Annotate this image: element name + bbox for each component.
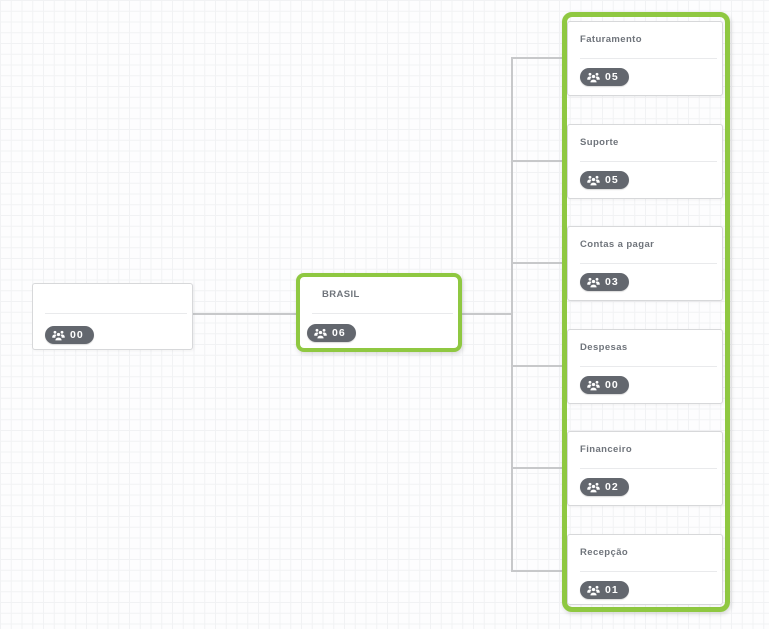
node-divider — [580, 263, 717, 264]
node-label: Contas a pagar — [580, 239, 655, 250]
users-group-icon — [587, 175, 600, 185]
node-label: Despesas — [580, 342, 628, 353]
node-divider — [580, 366, 717, 367]
children-group-highlight[interactable]: Faturamento 05 Suporte — [562, 12, 730, 612]
member-count-badge: 05 — [580, 68, 629, 86]
org-node-financeiro[interactable]: Financeiro 02 — [567, 431, 723, 506]
node-label: BRASIL — [322, 289, 360, 300]
member-count-badge: 00 — [45, 326, 94, 344]
connector-parent-to-trunk — [462, 313, 513, 315]
member-count: 06 — [332, 327, 346, 339]
member-count-badge: 00 — [580, 376, 629, 394]
member-count: 03 — [605, 276, 619, 288]
member-count: 00 — [605, 379, 619, 391]
member-count: 01 — [605, 584, 619, 596]
member-count: 05 — [605, 71, 619, 83]
member-count: 00 — [70, 329, 84, 341]
connector-stub-contas-a-pagar — [511, 262, 562, 264]
users-group-icon — [587, 72, 600, 82]
connector-stub-despesas — [511, 365, 562, 367]
node-divider — [580, 468, 717, 469]
member-count-badge: 06 — [307, 324, 356, 342]
users-group-icon — [52, 330, 65, 340]
users-group-icon — [587, 482, 600, 492]
users-group-icon — [587, 380, 600, 390]
member-count-badge: 02 — [580, 478, 629, 496]
connector-trunk — [511, 57, 513, 572]
node-divider — [312, 313, 453, 314]
member-count-badge: 05 — [580, 171, 629, 189]
node-divider — [45, 313, 187, 314]
users-group-icon — [587, 585, 600, 595]
member-count-badge: 01 — [580, 581, 629, 599]
org-node-brasil[interactable]: BRASIL 06 — [296, 273, 462, 352]
node-label: Suporte — [580, 137, 619, 148]
users-group-icon — [587, 277, 600, 287]
node-divider — [580, 58, 717, 59]
org-node-suporte[interactable]: Suporte 05 — [567, 124, 723, 199]
org-node-root[interactable]: 00 — [32, 283, 193, 350]
member-count: 05 — [605, 174, 619, 186]
org-node-contas-a-pagar[interactable]: Contas a pagar 03 — [567, 226, 723, 301]
node-label: Recepção — [580, 547, 629, 558]
node-divider — [580, 571, 717, 572]
org-node-despesas[interactable]: Despesas 00 — [567, 329, 723, 404]
org-node-recepcao[interactable]: Recepção 01 — [567, 534, 723, 605]
connector-stub-faturamento — [511, 57, 562, 59]
node-divider — [580, 161, 717, 162]
connector-stub-suporte — [511, 160, 562, 162]
node-label: Faturamento — [580, 34, 642, 45]
connector-stub-financeiro — [511, 467, 562, 469]
users-group-icon — [314, 328, 327, 338]
connector-root-to-parent — [192, 313, 296, 315]
member-count: 02 — [605, 481, 619, 493]
node-label: Financeiro — [580, 444, 633, 455]
org-node-faturamento[interactable]: Faturamento 05 — [567, 21, 723, 96]
connector-stub-recepcao — [511, 570, 562, 572]
member-count-badge: 03 — [580, 273, 629, 291]
